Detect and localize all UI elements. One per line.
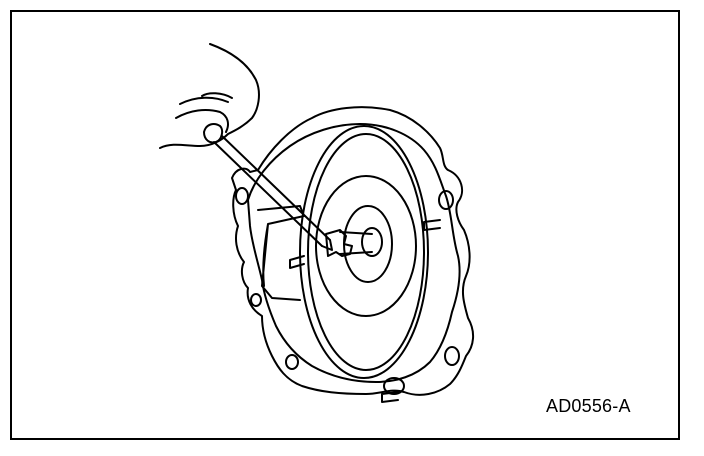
converter-outer-rim — [299, 125, 429, 379]
housing-bolt-holes — [235, 187, 460, 370]
housing-cavity — [257, 205, 305, 301]
converter-hub-ring — [343, 205, 393, 283]
tool-tip — [321, 239, 333, 251]
housing-inner-flange — [247, 123, 461, 383]
input-shaft — [339, 231, 373, 255]
converter-rim-inner — [307, 133, 425, 371]
figure-code: AD0556-A — [546, 396, 631, 416]
shaft-splines — [325, 229, 353, 257]
thumb-nail — [203, 123, 224, 144]
tool-shaft — [213, 135, 331, 247]
hand-outline — [159, 43, 260, 149]
figure-frame — [10, 10, 680, 440]
housing-outline — [231, 106, 474, 396]
housing-studs — [289, 219, 441, 403]
converter-hub — [361, 227, 383, 257]
converter-shell — [315, 175, 417, 317]
